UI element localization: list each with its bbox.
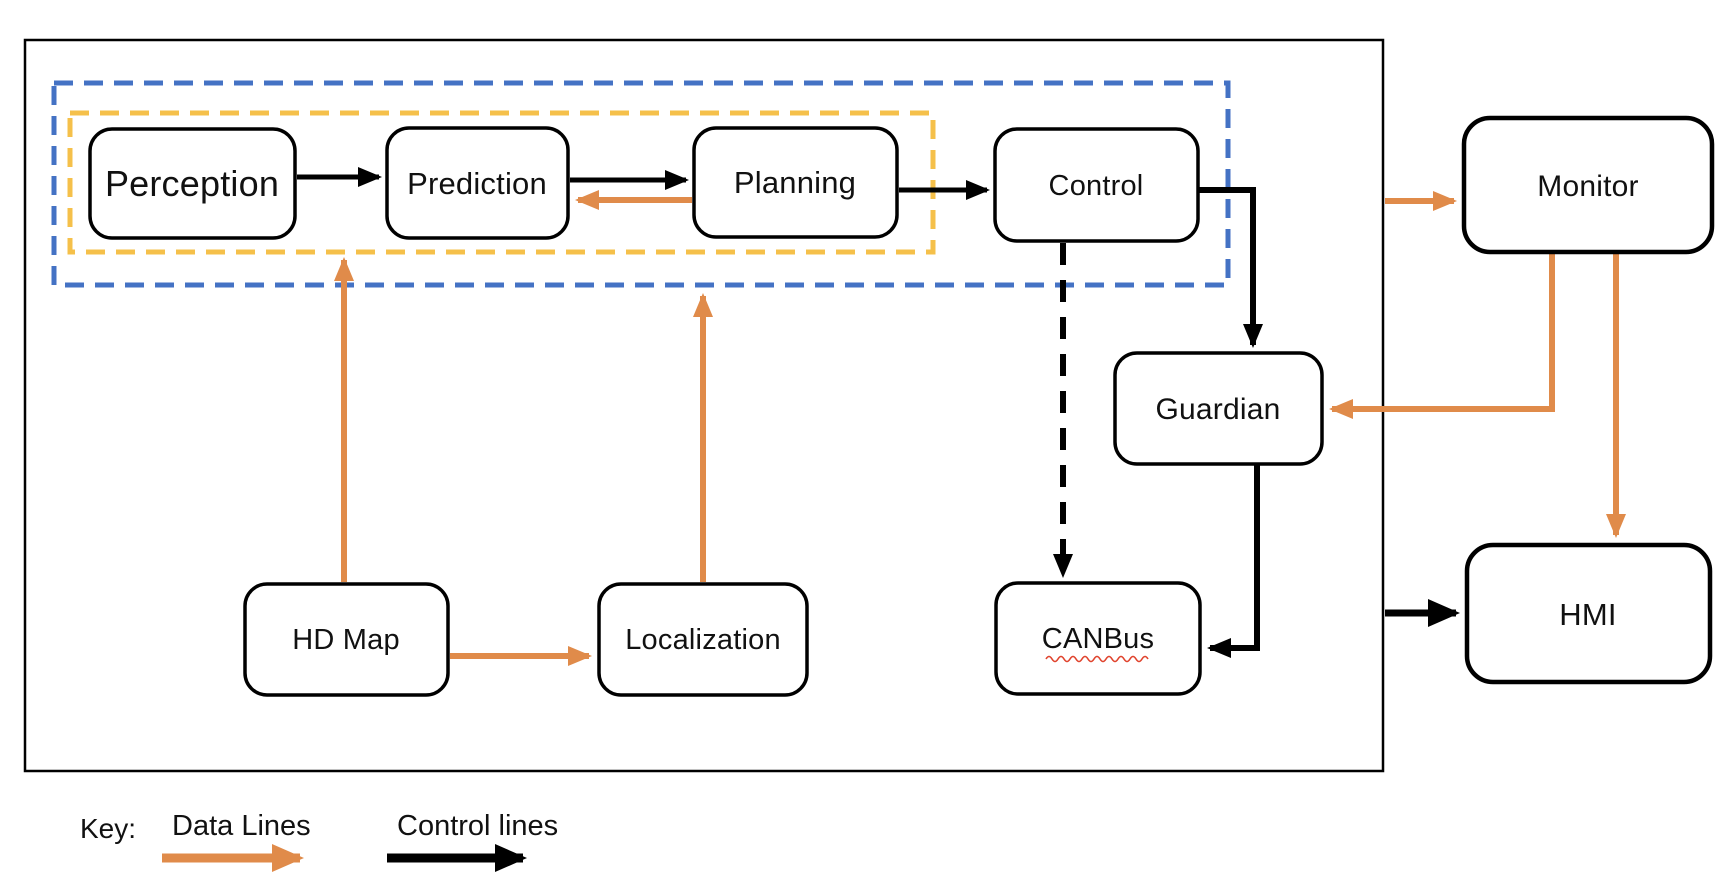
hdmap-label: HD Map [292,624,400,656]
arrow-control-to-guardian [1198,187,1263,348]
node-perception: Perception [88,127,297,240]
blue-dashed-group [51,80,1231,288]
hdmap-box [243,582,450,697]
localization-box [597,582,809,697]
node-guardian: Guardian [1113,351,1324,466]
arrow-monitor-to-guardian [1329,252,1555,419]
guardian-box [1113,351,1324,466]
node-hmi: HMI [1464,542,1713,685]
outer-system-box [23,38,1385,773]
yellow-dashed-group [67,110,936,255]
node-control: Control [993,127,1200,243]
canbus-label: CANBus [1042,623,1154,655]
node-prediction: Prediction [385,126,570,240]
prediction-box [385,126,570,240]
control-box [993,127,1200,243]
canbus-spellcheck-squiggle [1045,655,1149,663]
legend: Key: Data Lines Control lines [80,810,558,872]
node-planning: Planning [692,126,899,239]
node-localization: Localization [597,582,809,697]
node-hdmap: HD Map [243,582,450,697]
perception-label: Perception [105,163,279,204]
legend-control-lines-label: Control lines [397,810,558,842]
control-label: Control [1049,170,1144,202]
hmi-label: HMI [1559,597,1616,632]
canbus-box [994,581,1202,696]
guardian-label: Guardian [1155,393,1280,426]
prediction-label: Prediction [407,166,547,201]
monitor-label: Monitor [1537,170,1638,203]
node-canbus: CANBus [994,581,1202,696]
localization-label: Localization [625,624,781,656]
perception-box [88,127,297,240]
node-monitor: Monitor [1461,115,1715,255]
hmi-box [1464,542,1713,685]
arrow-guardian-to-canbus [1207,464,1260,658]
planning-label: Planning [734,165,856,200]
monitor-box [1461,115,1715,255]
legend-data-lines-label: Data Lines [172,810,311,842]
legend-title: Key: [80,813,136,844]
planning-box [692,126,899,239]
